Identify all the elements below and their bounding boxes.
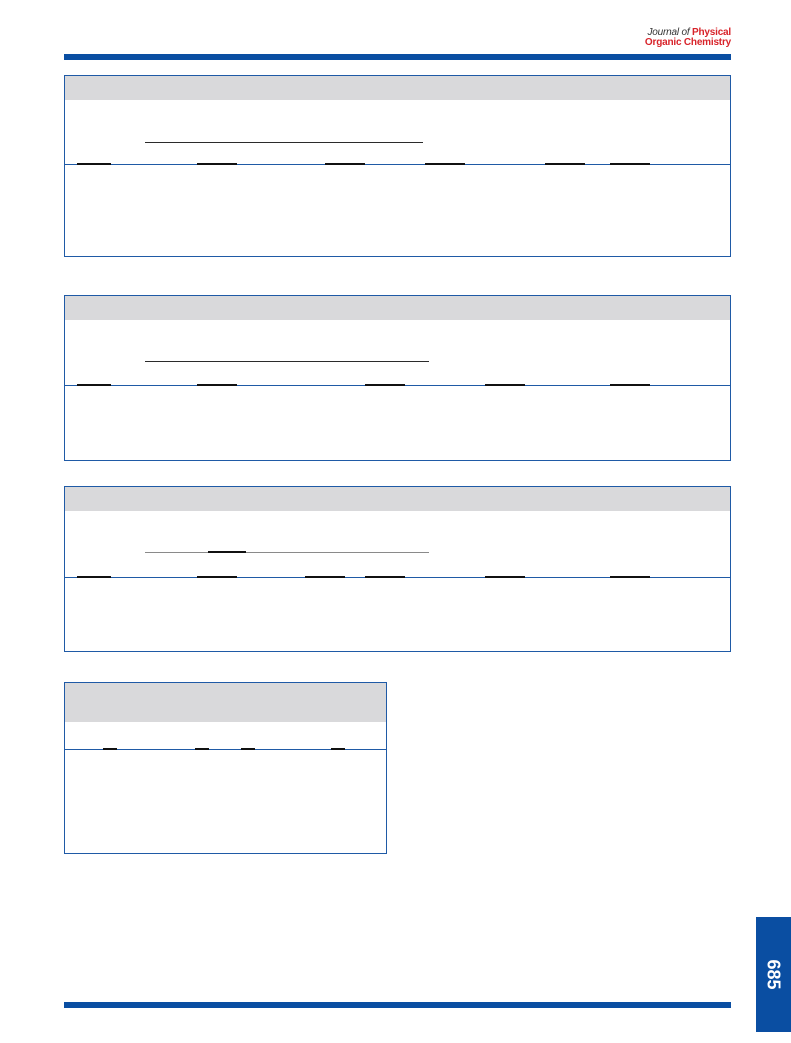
table-1-column-tick [610,163,650,165]
table-3-subheader-rule [145,552,429,553]
table-3-subheader-rule-dark [208,551,246,553]
table-3-column-tick [485,576,525,578]
table-4-column-tick [241,748,255,750]
table-1 [64,75,731,257]
table-1-subheader-rule [145,142,423,143]
page-number-tab: 685 [756,917,791,1032]
table-4 [64,682,387,854]
table-3-column-tick [77,576,111,578]
table-3-column-tick [610,576,650,578]
table-4-header [65,683,386,722]
journal-of-text: Journal of [647,27,690,38]
journal-organic-chemistry-text: Organic Chemistry [644,37,731,48]
table-2 [64,295,731,461]
table-3-column-tick [197,576,237,578]
table-3-column-tick [305,576,345,578]
journal-logo: Journal of Physical Organic Chemistry [645,28,731,48]
table-2-column-tick [365,384,405,386]
table-4-separator [65,749,386,750]
table-4-column-tick [195,748,209,750]
table-1-separator [65,164,730,165]
table-1-column-tick [77,163,111,165]
table-2-column-tick [485,384,525,386]
table-4-column-tick [103,748,117,750]
table-3 [64,486,731,652]
top-accent-bar [64,54,731,60]
table-3-header [65,487,730,511]
page-number: 685 [763,959,784,990]
table-2-header [65,296,730,320]
table-1-column-tick [197,163,237,165]
table-2-subheader-rule [145,361,429,362]
table-1-column-tick [325,163,365,165]
table-2-column-tick [197,384,237,386]
table-4-column-tick [331,748,345,750]
table-1-column-tick [545,163,585,165]
bottom-accent-bar [64,1002,731,1008]
journal-physical-text: Physical [692,27,731,38]
table-2-column-tick [77,384,111,386]
table-1-header [65,76,730,100]
table-2-column-tick [610,384,650,386]
table-1-column-tick [425,163,465,165]
table-3-column-tick [365,576,405,578]
